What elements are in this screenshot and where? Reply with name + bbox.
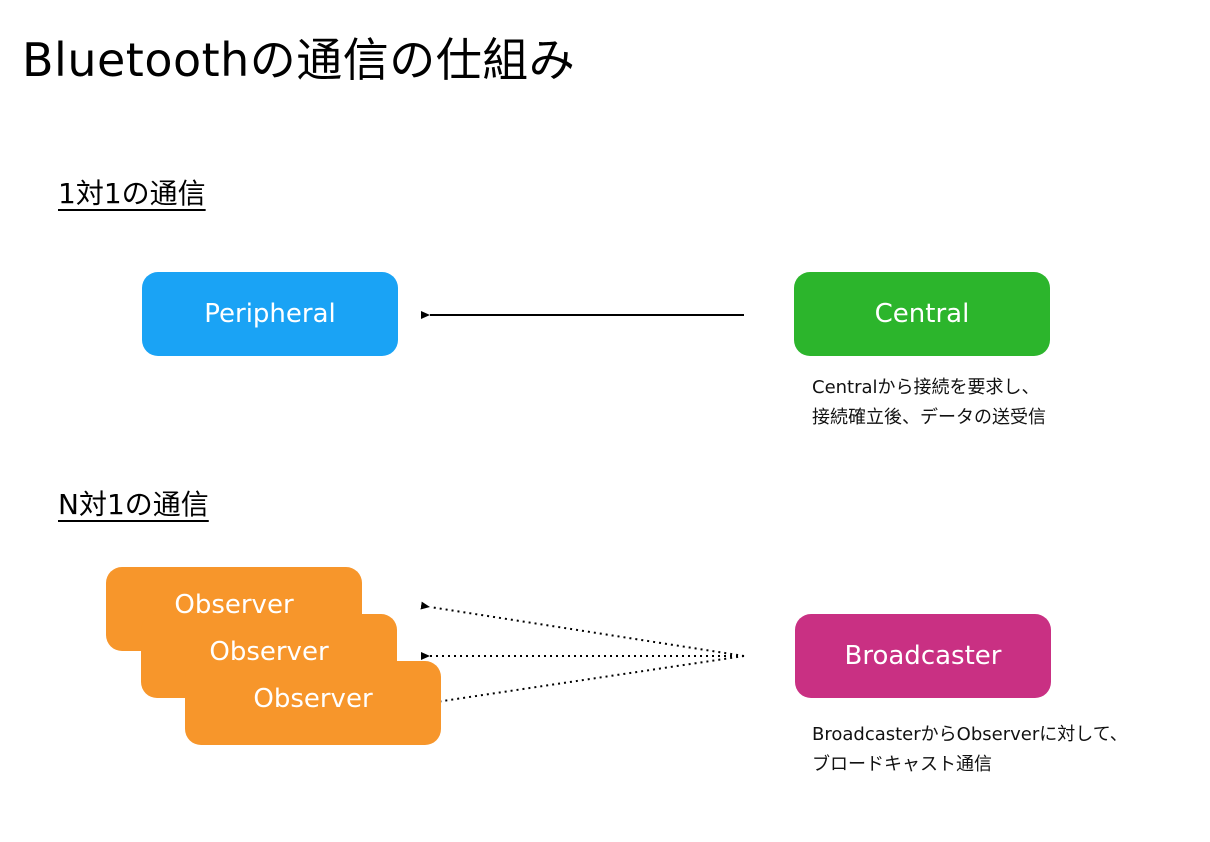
broadcast-arrow-observer-1 xyxy=(420,601,745,657)
broadcast-arrow-observer-3 xyxy=(426,655,745,708)
central-description-line-1: Centralから接続を要求し、 xyxy=(812,377,1040,398)
observer-node-3: Observer xyxy=(185,661,441,745)
central-description-line-2: 接続確立後、データの送受信 xyxy=(812,407,1046,428)
section-heading-n-to-one: N対1の通信 xyxy=(58,488,209,521)
peripheral-node: Peripheral xyxy=(142,272,398,356)
central-node: Central xyxy=(794,272,1050,356)
broadcaster-description: BroadcasterからObserverに対して、 ブロードキャスト通信 xyxy=(812,720,1128,780)
central-description: Centralから接続を要求し、 接続確立後、データの送受信 xyxy=(812,373,1046,433)
page-title: Bluetoothの通信の仕組み xyxy=(22,33,576,87)
section-heading-one-to-one: 1対1の通信 xyxy=(58,177,206,210)
broadcaster-description-line-1: BroadcasterからObserverに対して、 xyxy=(812,724,1128,745)
broadcaster-node: Broadcaster xyxy=(795,614,1051,698)
broadcaster-description-line-2: ブロードキャスト通信 xyxy=(812,754,992,775)
